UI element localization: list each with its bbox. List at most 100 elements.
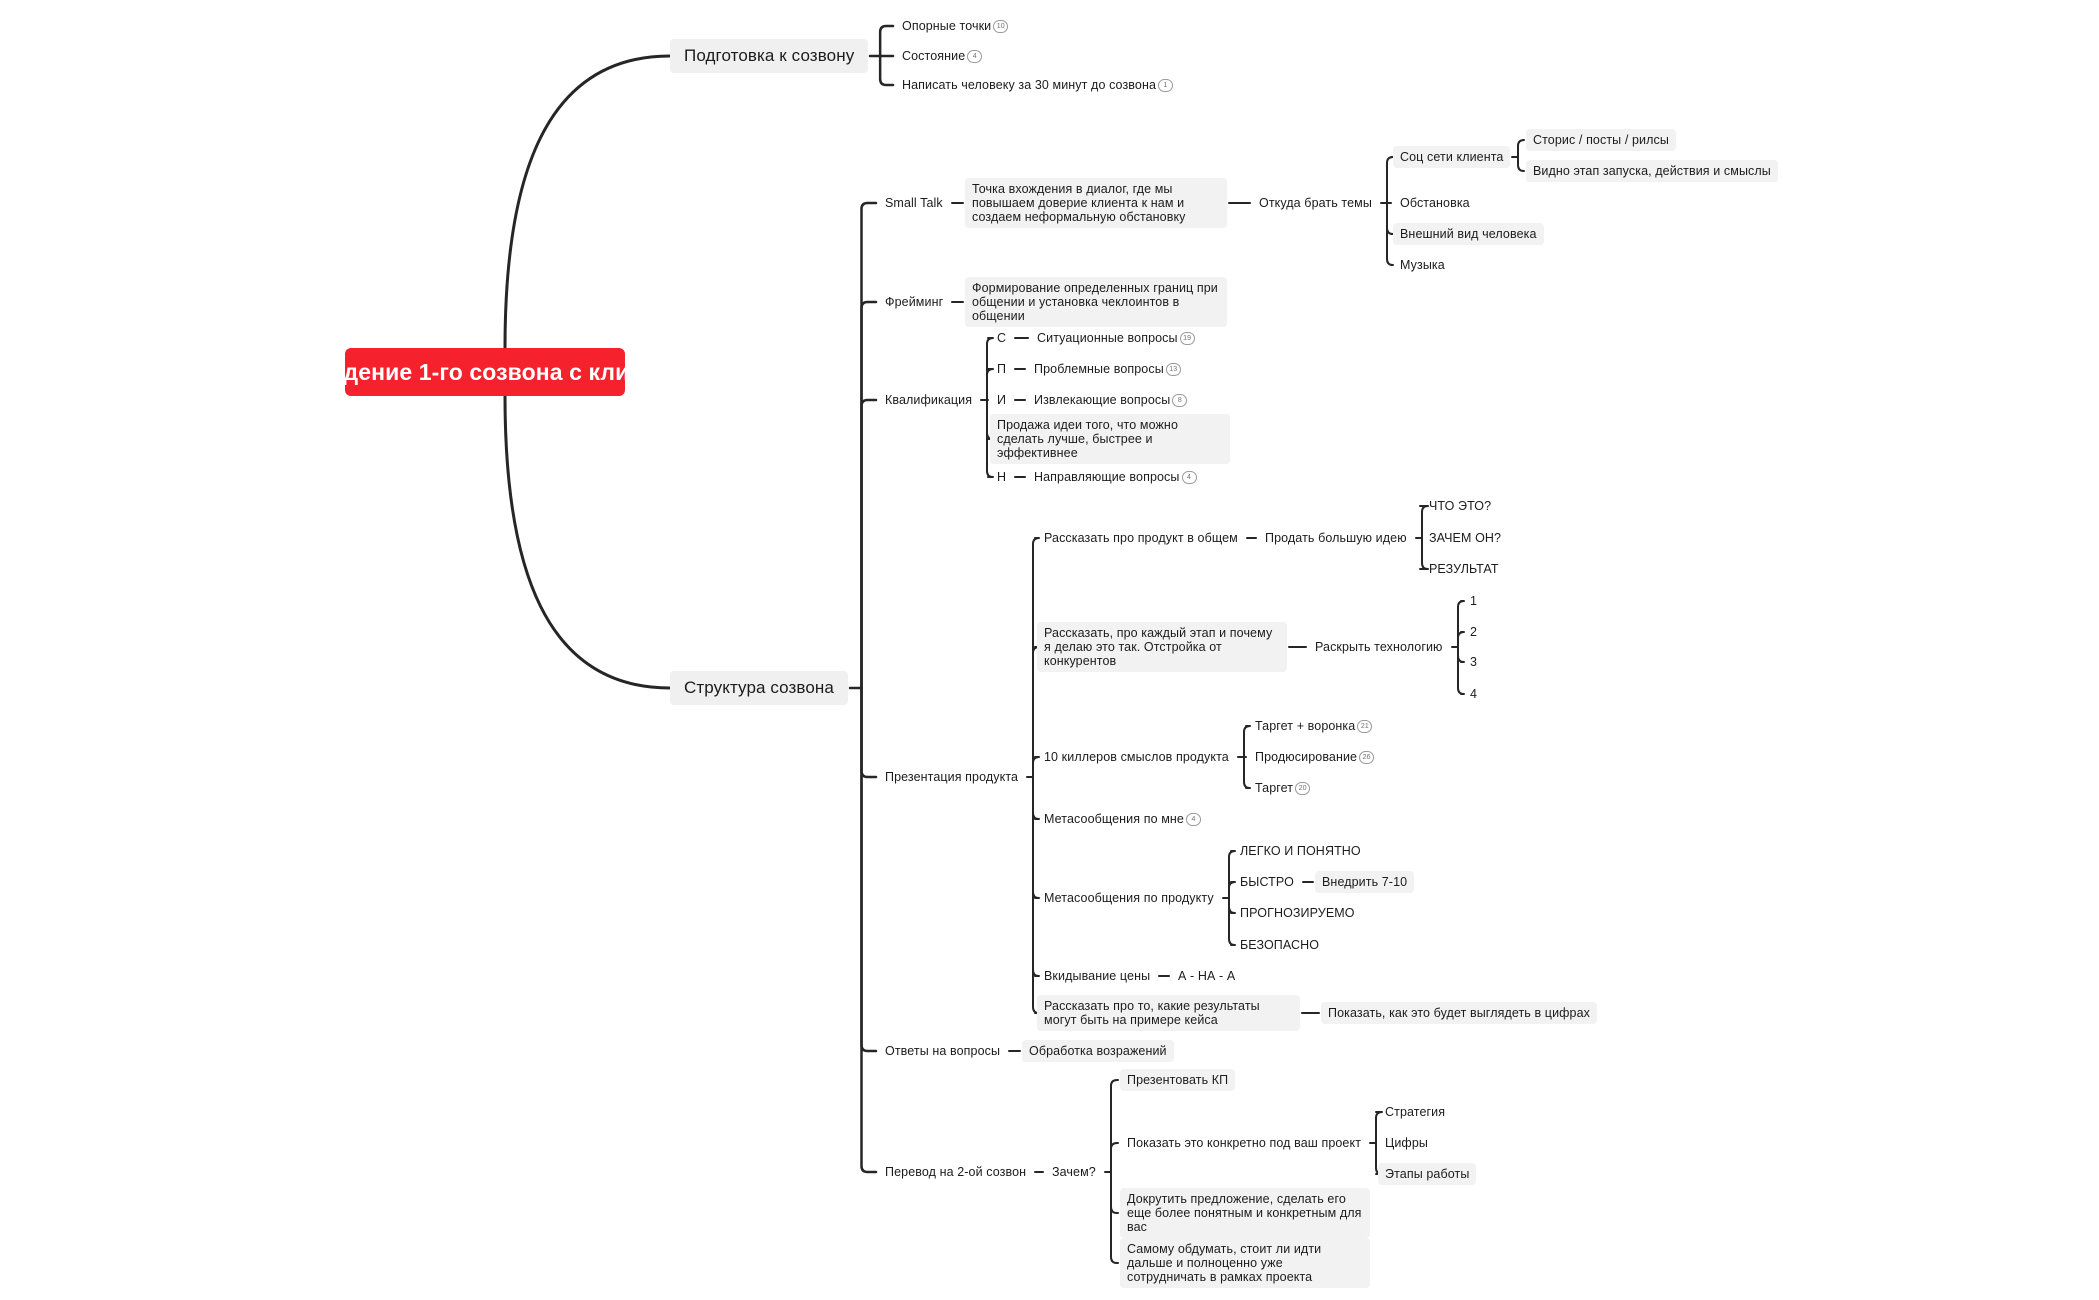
node-p-what[interactable]: ЧТО ЭТО? <box>1422 495 1498 517</box>
node-p-general[interactable]: Рассказать про продукт в общем <box>1037 527 1245 549</box>
node-w3[interactable]: Докрутить предложение, сделать его еще б… <box>1120 1188 1370 1238</box>
node-smalltalk[interactable]: Small Talk <box>878 192 950 214</box>
node-q-s[interactable]: С <box>990 327 1013 349</box>
node-p-price-sub[interactable]: А - НА - А <box>1171 965 1242 987</box>
node-label: 10 киллеров смыслов продукта <box>1044 750 1229 764</box>
node-p-price[interactable]: Вкидывание цены <box>1037 965 1157 987</box>
connector <box>1110 1171 1119 1214</box>
node-q-idea[interactable]: Продажа идеи того, что можно сделать луч… <box>990 414 1230 464</box>
node-answers[interactable]: Ответы на вопросы <box>878 1040 1007 1062</box>
count-badge[interactable]: 26 <box>1359 751 1375 765</box>
node-framing[interactable]: Фрейминг <box>878 291 950 313</box>
node-label: Формирование определенных границ при общ… <box>972 281 1218 323</box>
node-pres[interactable]: Презентация продукта <box>878 766 1025 788</box>
node-p-t3[interactable]: 3 <box>1463 651 1484 673</box>
connector <box>1243 756 1251 789</box>
node-label: Докрутить предложение, сделать его еще б… <box>1127 1192 1362 1234</box>
node-p-result[interactable]: РЕЗУЛЬТАТ <box>1422 558 1506 580</box>
node-topic-music[interactable]: Музыка <box>1393 254 1452 276</box>
node-p-m3[interactable]: ПРОГНОЗИРУЕМО <box>1233 902 1362 924</box>
node-label: Внедрить 7-10 <box>1322 875 1408 889</box>
node-label: Самому обдумать, стоит ли идти дальше и … <box>1127 1242 1322 1284</box>
count-badge[interactable]: 20 <box>1295 782 1311 796</box>
node-w2-2[interactable]: Цифры <box>1378 1132 1435 1154</box>
node-topic-social-1[interactable]: Сторис / посты / рилсы <box>1526 129 1676 151</box>
count-badge[interactable]: 13 <box>1165 363 1181 377</box>
node-why[interactable]: Зачем? <box>1045 1161 1103 1183</box>
count-badge[interactable]: 4 <box>1181 471 1197 485</box>
connector <box>860 686 878 1174</box>
node-label: Зачем? <box>1052 1165 1096 1179</box>
node-label: Обработка возражений <box>1029 1044 1167 1058</box>
count-badge[interactable]: 1 <box>1158 79 1174 93</box>
node-q-i[interactable]: И <box>990 389 1013 411</box>
node-label: Видно этап запуска, действия и смыслы <box>1533 164 1771 178</box>
node-p-tech[interactable]: Раскрыть технологию <box>1308 636 1450 658</box>
node-label: Продажа идеи того, что можно сделать луч… <box>997 418 1178 460</box>
node-root[interactable]: Проведение 1-го созвона с клиентом <box>272 348 698 396</box>
node-p-why[interactable]: ЗАЧЕМ ОН? <box>1422 527 1508 549</box>
connector <box>1228 850 1236 899</box>
node-w2[interactable]: Показать это конкретно под ваш проект <box>1120 1132 1368 1154</box>
node-p-m2[interactable]: БЫСТРО <box>1233 871 1301 893</box>
node-topic-social[interactable]: Соц сети клиента <box>1393 146 1511 168</box>
node-struct[interactable]: Структура созвона <box>670 671 848 705</box>
node-topic-social-2[interactable]: Видно этап запуска, действия и смыслы <box>1526 160 1778 182</box>
node-p-killers[interactable]: 10 киллеров смыслов продукта <box>1037 746 1236 768</box>
node-topic-look[interactable]: Внешний вид человека <box>1393 223 1544 245</box>
node-qual[interactable]: Квалификация <box>878 389 979 411</box>
node-topic-env[interactable]: Обстановка <box>1393 192 1477 214</box>
node-label: БЫСТРО <box>1240 875 1294 889</box>
node-p-m1[interactable]: ЛЕГКО И ПОНЯТНО <box>1233 840 1368 862</box>
connector <box>1110 1171 1119 1264</box>
node-p-t4[interactable]: 4 <box>1463 683 1484 705</box>
count-badge[interactable]: 19 <box>1179 332 1195 346</box>
node-label: Н <box>997 470 1007 484</box>
node-p-t1[interactable]: 1 <box>1463 590 1484 612</box>
count-badge[interactable]: 10 <box>993 20 1009 34</box>
connector <box>1032 756 1040 778</box>
node-next[interactable]: Перевод на 2-ой созвон <box>878 1161 1033 1183</box>
node-topics[interactable]: Откуда брать темы <box>1252 192 1379 214</box>
node-w1[interactable]: Презентовать КП <box>1120 1069 1236 1091</box>
node-answers-sub[interactable]: Обработка возражений <box>1022 1040 1174 1062</box>
node-label: Подготовка к созвону <box>684 46 855 65</box>
node-p-case[interactable]: Рассказать про то, какие результаты могу… <box>1037 995 1300 1031</box>
node-q-p[interactable]: П <box>990 358 1013 380</box>
node-p-case-sub[interactable]: Показать, как это будет выглядеть в цифр… <box>1321 1002 1597 1024</box>
node-prep-3[interactable]: Написать человеку за 30 минут до созвона… <box>895 74 1180 96</box>
count-badge[interactable]: 4 <box>967 50 983 64</box>
node-framing-desc[interactable]: Формирование определенных границ при общ… <box>965 277 1227 327</box>
node-label: Метасообщения по мне <box>1044 812 1184 826</box>
node-smalltalk-desc[interactable]: Точка вхождения в диалог, где мы повышае… <box>965 178 1227 228</box>
node-w2-3[interactable]: Этапы работы <box>1378 1163 1477 1185</box>
node-p-t2[interactable]: 2 <box>1463 621 1484 643</box>
count-badge[interactable]: 8 <box>1172 394 1188 408</box>
node-p-m2-sub[interactable]: Внедрить 7-10 <box>1315 871 1415 893</box>
node-label: П <box>997 362 1007 376</box>
connector <box>860 398 878 690</box>
node-q-n[interactable]: Н <box>990 466 1013 488</box>
node-p-bigidea[interactable]: Продать большую идею <box>1258 527 1414 549</box>
count-badge[interactable]: 21 <box>1357 720 1373 734</box>
node-label: 4 <box>1470 687 1478 701</box>
node-p-m4[interactable]: БЕЗОПАСНО <box>1233 934 1326 956</box>
node-w4[interactable]: Самому обдумать, стоит ли идти дальше и … <box>1120 1238 1370 1288</box>
node-prep[interactable]: Подготовка к созвону <box>670 39 869 73</box>
count-badge[interactable]: 4 <box>1185 813 1201 827</box>
node-label: А - НА - А <box>1178 969 1236 983</box>
node-label: Написать человеку за 30 минут до созвона <box>902 78 1157 92</box>
node-p-stages[interactable]: Рассказать, про каждый этап и почему я д… <box>1037 622 1287 672</box>
node-w2-1[interactable]: Стратегия <box>1378 1101 1452 1123</box>
node-p-meta-prod[interactable]: Метасообщения по продукту <box>1037 887 1221 909</box>
